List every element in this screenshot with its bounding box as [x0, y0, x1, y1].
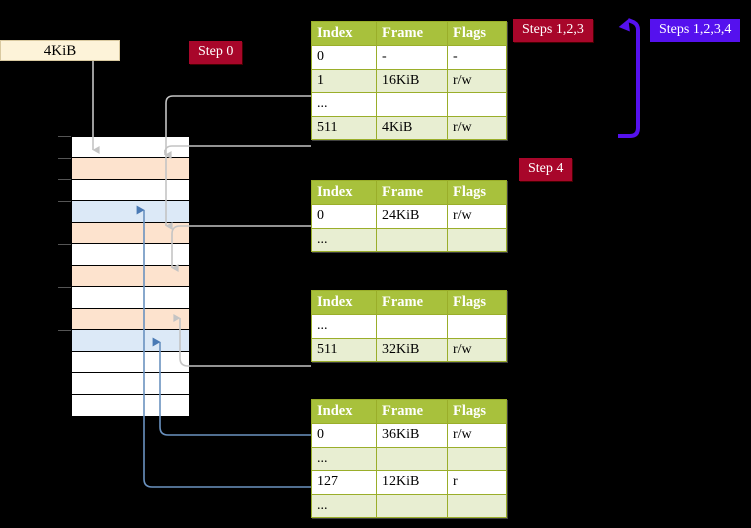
cell-frame [376, 92, 448, 117]
column-header-flags: Flags [447, 398, 507, 425]
tick-mark [58, 244, 71, 245]
table-row: 511 4KiB r/w [311, 115, 507, 141]
cell-flags [447, 493, 507, 519]
pml4-table: Index Frame Flags 0 - - 1 16KiB r/w ... … [311, 20, 507, 141]
cell-index: 511 [311, 337, 377, 363]
cell-flags: r/w [447, 337, 507, 363]
memory-frame-column [71, 136, 190, 416]
pt-table: Index Frame Flags 0 36KiB r/w ... 127 12… [311, 398, 507, 519]
purple-steps-arrow [618, 18, 640, 138]
pd-table: Index Frame Flags ... 511 32KiB r/w [311, 289, 507, 363]
cell-frame [376, 446, 448, 472]
step-4-badge: Step 4 [519, 158, 573, 181]
memory-frame-block [72, 222, 189, 245]
memory-frame-block [72, 265, 189, 288]
column-header-frame: Frame [376, 398, 448, 425]
steps-1234-badge: Steps 1,2,3,4 [650, 19, 741, 42]
table-row: ... [311, 493, 507, 519]
table-header-row: Index Frame Flags [311, 289, 507, 316]
memory-frame-block [72, 351, 189, 374]
table-row: ... [311, 92, 507, 117]
table-row: 0 - - [311, 45, 507, 70]
column-header-flags: Flags [447, 179, 507, 206]
cell-frame: 16KiB [376, 68, 448, 94]
memory-frame-block [72, 179, 189, 202]
cell-flags: r [447, 470, 507, 495]
table-row: 511 32KiB r/w [311, 337, 507, 363]
cell-flags [447, 227, 507, 253]
cell-frame: 24KiB [376, 204, 448, 229]
table-row: ... [311, 227, 507, 253]
column-header-frame: Frame [376, 289, 448, 316]
cell-flags: - [447, 45, 507, 70]
cell-index: 511 [311, 115, 377, 141]
column-header-frame: Frame [376, 179, 448, 206]
cell-frame: - [376, 45, 448, 70]
memory-frame-block [72, 287, 189, 309]
cell-frame [376, 314, 448, 339]
tick-mark [58, 136, 71, 137]
cell-index: 0 [311, 423, 377, 448]
table-row: ... [311, 446, 507, 472]
cell-flags [447, 92, 507, 117]
kib-box: 4KiB [0, 40, 120, 61]
step-0-badge: Step 0 [189, 41, 243, 64]
table-row: 1 16KiB r/w [311, 68, 507, 94]
tick-mark [58, 179, 71, 180]
cell-flags: r/w [447, 115, 507, 141]
pdp-table: Index Frame Flags 0 24KiB r/w ... [311, 179, 507, 253]
cell-flags [447, 314, 507, 339]
table-row: 127 12KiB r [311, 470, 507, 495]
table-header-row: Index Frame Flags [311, 20, 507, 47]
column-header-flags: Flags [447, 20, 507, 47]
cell-index: 0 [311, 45, 377, 70]
cell-index: 1 [311, 68, 377, 94]
cell-flags: r/w [447, 68, 507, 94]
table-header-row: Index Frame Flags [311, 179, 507, 206]
memory-frame-block [72, 373, 189, 395]
memory-frame-block [72, 137, 189, 159]
tick-mark [58, 287, 71, 288]
column-header-frame: Frame [376, 20, 448, 47]
cell-frame: 12KiB [376, 470, 448, 495]
cell-index: 127 [311, 470, 377, 495]
connector-pdp-0-to-frame [171, 225, 311, 272]
tick-mark [58, 201, 71, 202]
tick-mark [58, 158, 71, 159]
cell-index: ... [311, 227, 377, 253]
cell-flags [447, 446, 507, 472]
cell-frame: 32KiB [376, 337, 448, 363]
table-row: 0 24KiB r/w [311, 204, 507, 229]
steps-123-badge: Steps 1,2,3 [513, 19, 593, 42]
cell-index: ... [311, 493, 377, 519]
memory-frame-block [72, 201, 189, 223]
column-header-index: Index [311, 179, 377, 206]
column-header-index: Index [311, 20, 377, 47]
cell-flags: r/w [447, 423, 507, 448]
cell-index: ... [311, 92, 377, 117]
column-header-flags: Flags [447, 289, 507, 316]
table-row: ... [311, 314, 507, 339]
connector-pd-511-to-frame [173, 314, 311, 367]
cell-frame [376, 227, 448, 253]
cell-flags: r/w [447, 204, 507, 229]
cell-frame: 4KiB [376, 115, 448, 141]
memory-frame-block [72, 394, 189, 416]
cell-index: ... [311, 446, 377, 472]
table-row: 0 36KiB r/w [311, 423, 507, 448]
tick-mark [58, 330, 71, 331]
cell-index: ... [311, 314, 377, 339]
table-header-row: Index Frame Flags [311, 398, 507, 425]
cell-index: 0 [311, 204, 377, 229]
cell-frame [376, 493, 448, 519]
memory-frame-block [72, 330, 189, 352]
cell-frame: 36KiB [376, 423, 448, 448]
memory-frame-block [72, 158, 189, 180]
memory-frame-block [72, 308, 189, 331]
column-header-index: Index [311, 398, 377, 425]
column-header-index: Index [311, 289, 377, 316]
memory-frame-block [72, 244, 189, 266]
